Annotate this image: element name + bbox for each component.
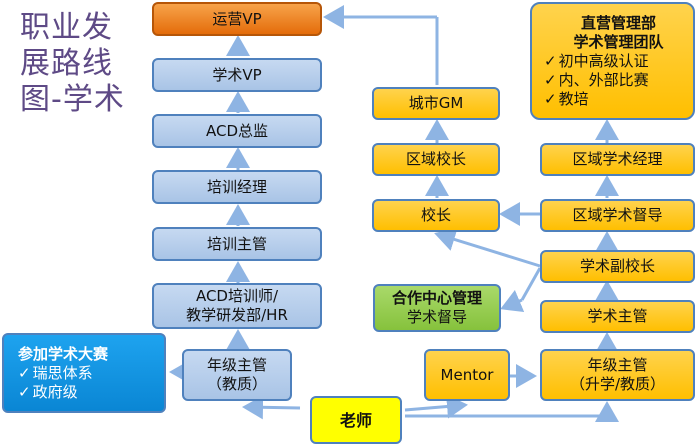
- title-line-2: 展路线: [20, 46, 113, 81]
- direct-management-box: 直营管理部 学术管理团队 初中高级认证 内、外部比赛 教培: [530, 2, 695, 120]
- competition-heading: 参加学术大赛: [18, 344, 109, 363]
- regional-supervisor-box: 区域学术督导: [540, 199, 695, 232]
- arrow-teacher-to-mentor: [404, 394, 468, 419]
- deputy-principal-label: 学术副校长: [579, 257, 655, 275]
- right-grade-supervisor-label-1: 年级主管: [587, 356, 648, 374]
- direct-heading-1: 直营管理部: [580, 13, 656, 32]
- arrow-deputy-to-partner: [520, 267, 542, 301]
- title-line-1: 职业发: [20, 10, 113, 45]
- regional-principal-label: 区域校长: [405, 150, 466, 168]
- mentor-box: Mentor: [424, 349, 510, 401]
- teacher-box: 老师: [310, 396, 402, 444]
- city-gm-label: 城市GM: [408, 94, 464, 112]
- partner-center-box: 合作中心管理 学术督导: [373, 284, 501, 332]
- mentor-label: Mentor: [440, 365, 494, 384]
- regional-manager-label: 区域学术经理: [572, 150, 663, 168]
- direct-item: 内、外部比赛: [544, 71, 649, 90]
- left-grade-supervisor-box: 年级主管 （教质）: [182, 349, 292, 401]
- training-supervisor-box: 培训主管: [152, 227, 322, 261]
- left-grade-supervisor-label-1: 年级主管: [206, 356, 267, 374]
- academic-vp-box: 学术VP: [152, 58, 322, 92]
- direct-item: 教培: [544, 90, 589, 109]
- right-grade-supervisor-label-2: （升学/教质）: [569, 375, 666, 393]
- acd-trainer-label-1: ACD培训师/: [195, 287, 279, 305]
- principal-label: 校长: [420, 206, 451, 224]
- right-grade-supervisor-box: 年级主管 （升学/教质）: [540, 349, 695, 401]
- deputy-principal-box: 学术副校长: [540, 250, 695, 283]
- academic-supervisor-box: 学术主管: [540, 300, 695, 333]
- direct-heading-2: 学术管理团队: [573, 32, 664, 51]
- academic-vp-label: 学术VP: [212, 65, 262, 84]
- title-line-3: 图-学术: [20, 82, 125, 117]
- ops-vp-label: 运营VP: [212, 9, 262, 28]
- city-gm-box: 城市GM: [372, 87, 500, 120]
- principal-box: 校长: [372, 199, 500, 232]
- arrow-teacher-to-grade: [242, 395, 301, 420]
- acd-trainer-box: ACD培训师/ 教学研发部/HR: [152, 283, 322, 329]
- training-supervisor-label: 培训主管: [206, 234, 267, 253]
- partner-center-label-1: 合作中心管理: [391, 289, 482, 307]
- competition-box: 参加学术大赛 瑞思体系 政府级: [2, 333, 166, 413]
- arrow-deputy-to-principal: [434, 227, 541, 268]
- teacher-label: 老师: [339, 410, 372, 430]
- partner-center-label-2: 学术督导: [406, 308, 467, 326]
- regional-supervisor-label: 区域学术督导: [572, 206, 663, 224]
- regional-manager-box: 区域学术经理: [540, 143, 695, 176]
- direct-item: 初中高级认证: [544, 52, 649, 71]
- competition-item: 政府级: [18, 383, 78, 402]
- acd-director-label: ACD总监: [205, 121, 269, 140]
- training-manager-label: 培训经理: [206, 177, 267, 196]
- training-manager-box: 培训经理: [152, 170, 322, 204]
- competition-item: 瑞思体系: [18, 364, 93, 383]
- diagram-title: 职业发 展路线 图-学术: [20, 10, 125, 118]
- ops-vp-box: 运营VP: [152, 2, 322, 36]
- left-grade-supervisor-label-2: （教质）: [206, 375, 267, 393]
- regional-principal-box: 区域校长: [372, 143, 500, 176]
- acd-director-box: ACD总监: [152, 114, 322, 148]
- academic-supervisor-label: 学术主管: [587, 307, 648, 325]
- acd-trainer-label-2: 教学研发部/HR: [186, 306, 288, 324]
